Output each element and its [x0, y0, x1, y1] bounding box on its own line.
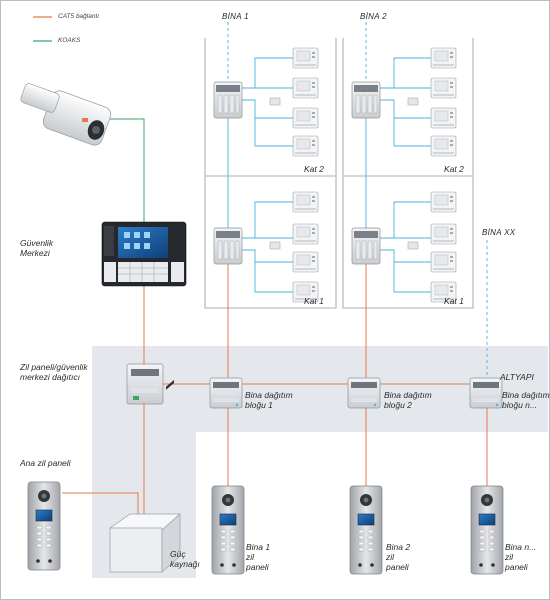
monitor: [430, 251, 457, 273]
main-distributor: [126, 363, 164, 405]
coax-wiring-building-2: [365, 22, 431, 293]
monitor: [292, 223, 319, 245]
monitor: [430, 77, 457, 99]
connectors: [269, 97, 419, 250]
distribution-block-2-label: Bina dağıtım bloğu 2: [384, 390, 432, 410]
monitor: [430, 223, 457, 245]
monitor: [430, 191, 457, 213]
floor-distributor-b1-kat2: [213, 81, 243, 119]
building-2-door-panel-label: Bina 2 zil paneli: [386, 542, 411, 572]
distribution-block-n-label: Bina dağıtım bloğu n...: [502, 390, 550, 410]
power-supply: [108, 379, 181, 573]
building-2-outline: [342, 38, 474, 309]
power-supply-label: Güç kaynağı: [170, 549, 200, 569]
floor-distributor-b2-kat1: [351, 227, 381, 265]
monitor: [292, 191, 319, 213]
monitor: [292, 47, 319, 69]
building-1-door-panel-label: Bina 1 zil paneli: [246, 542, 271, 572]
building-2-door-panel: [349, 485, 383, 575]
infrastructure-zone: [92, 346, 548, 578]
security-center-label: Güvenlik Merkezi: [20, 238, 54, 258]
building-1-floor-1-label: Kat 1: [304, 296, 324, 306]
building-2-floor-2-label: Kat 2: [444, 164, 464, 174]
building-1-door-panel: [211, 485, 245, 575]
legend-coax-label: KOAKS: [58, 37, 81, 44]
coax-wiring-building-1: [227, 22, 293, 293]
legend-cat5-label: CAT5 bağlantı: [58, 13, 100, 20]
distribution-block-1-label: Bina dağıtım bloğu 1: [245, 390, 293, 410]
building-2-title: BİNA 2: [360, 12, 387, 21]
infrastructure-label: ALTYAPI: [500, 372, 534, 382]
main-door-panel: [27, 481, 61, 571]
building-1-floor-2-label: Kat 2: [304, 164, 324, 174]
floor-distributor-b2-kat2: [351, 81, 381, 119]
building-outlines: [204, 38, 474, 309]
monitor: [430, 107, 457, 129]
building-xx-title: BİNA XX: [482, 228, 516, 237]
building-distribution-block-2: [347, 377, 381, 409]
monitor: [292, 135, 319, 157]
camera-coax-wire: [108, 118, 145, 228]
building-distribution-block-1: [209, 377, 243, 409]
monitor: [292, 251, 319, 273]
monitor: [292, 107, 319, 129]
main-panel-label: Ana zil paneli: [20, 458, 71, 468]
building-distribution-block-n: [469, 377, 503, 409]
distributor-label: Zil paneli/güvenlik merkezi dağıtıcı: [20, 362, 88, 382]
building-n-door-panel-label: Bina n... zil paneli: [505, 542, 537, 572]
monitor: [430, 135, 457, 157]
building-1-title: BİNA 1: [222, 12, 249, 21]
security-center-console: [101, 221, 187, 287]
security-camera: [20, 83, 112, 146]
monitor: [430, 47, 457, 69]
floor-distributor-b1-kat1: [213, 227, 243, 265]
building-1-outline: [204, 38, 337, 309]
building-n-door-panel: [470, 485, 504, 575]
monitor: [292, 77, 319, 99]
building-2-floor-1-label: Kat 1: [444, 296, 464, 306]
